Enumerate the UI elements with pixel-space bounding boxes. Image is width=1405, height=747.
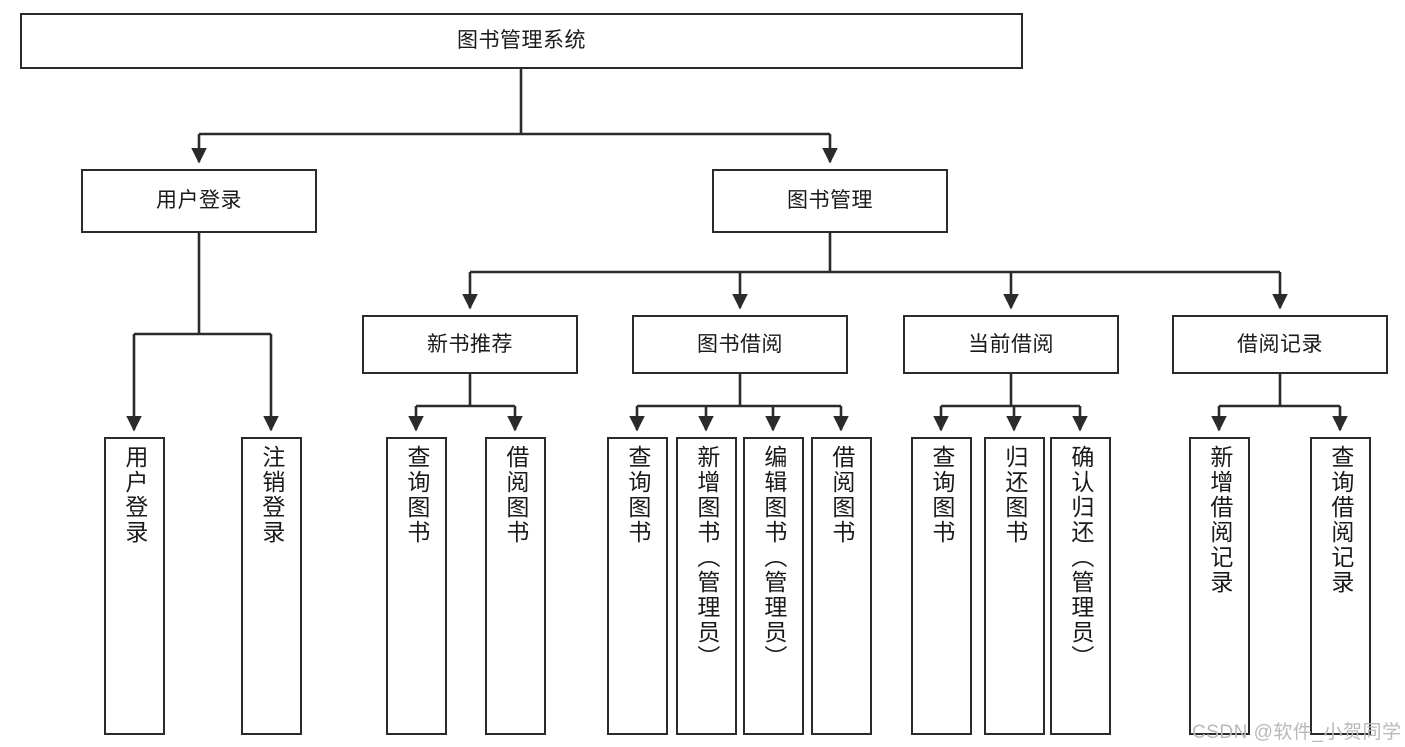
- node-leaf-add-record[interactable]: 新增借阅记录: [1189, 437, 1250, 735]
- node-leaf-return-book-label: 归还图书: [1001, 445, 1028, 545]
- node-borrow-record[interactable]: 借阅记录: [1172, 315, 1388, 374]
- node-leaf-query-record-label: 查询借阅记录: [1327, 445, 1354, 595]
- node-leaf-logout-label: 注销登录: [258, 445, 285, 545]
- node-leaf-borrow-book-2[interactable]: 借阅图书: [811, 437, 872, 735]
- node-leaf-confirm-return-label: 确认归还（管理员）: [1067, 445, 1094, 670]
- node-book-borrow-label: 图书借阅: [697, 332, 783, 356]
- node-new-book-recommend[interactable]: 新书推荐: [362, 315, 578, 374]
- node-user-login-label: 用户登录: [156, 189, 242, 213]
- node-leaf-borrow-book-2-label: 借阅图书: [828, 445, 855, 545]
- node-borrow-record-label: 借阅记录: [1237, 332, 1323, 356]
- node-current-borrow-label: 当前借阅: [968, 332, 1054, 356]
- node-current-borrow[interactable]: 当前借阅: [903, 315, 1119, 374]
- node-leaf-query-book-3-label: 查询图书: [928, 445, 955, 545]
- watermark-text: CSDN @软件_小贺同学: [1192, 722, 1402, 743]
- node-title-label: 图书管理系统: [457, 29, 586, 53]
- node-leaf-query-book-3[interactable]: 查询图书: [911, 437, 972, 735]
- node-book-borrow[interactable]: 图书借阅: [632, 315, 848, 374]
- node-leaf-query-book-2[interactable]: 查询图书: [607, 437, 668, 735]
- node-new-book-recommend-label: 新书推荐: [427, 332, 513, 356]
- node-leaf-logout[interactable]: 注销登录: [241, 437, 302, 735]
- node-leaf-edit-book[interactable]: 编辑图书（管理员）: [743, 437, 804, 735]
- node-title[interactable]: 图书管理系统: [20, 13, 1023, 69]
- node-leaf-borrow-book-1[interactable]: 借阅图书: [485, 437, 546, 735]
- node-book-management-label: 图书管理: [787, 189, 873, 213]
- node-leaf-query-book-2-label: 查询图书: [624, 445, 651, 545]
- node-leaf-add-book-label: 新增图书（管理员）: [693, 445, 720, 670]
- node-leaf-user-login[interactable]: 用户登录: [104, 437, 165, 735]
- node-leaf-return-book[interactable]: 归还图书: [984, 437, 1045, 735]
- node-leaf-user-login-label: 用户登录: [121, 445, 148, 545]
- node-leaf-add-record-label: 新增借阅记录: [1206, 445, 1233, 595]
- node-leaf-confirm-return[interactable]: 确认归还（管理员）: [1050, 437, 1111, 735]
- node-book-management[interactable]: 图书管理: [712, 169, 948, 233]
- node-leaf-edit-book-label: 编辑图书（管理员）: [760, 445, 787, 670]
- node-leaf-query-book-1[interactable]: 查询图书: [386, 437, 447, 735]
- node-user-login[interactable]: 用户登录: [81, 169, 317, 233]
- node-leaf-add-book[interactable]: 新增图书（管理员）: [676, 437, 737, 735]
- node-leaf-query-record[interactable]: 查询借阅记录: [1310, 437, 1371, 735]
- node-leaf-borrow-book-1-label: 借阅图书: [502, 445, 529, 545]
- node-leaf-query-book-1-label: 查询图书: [403, 445, 430, 545]
